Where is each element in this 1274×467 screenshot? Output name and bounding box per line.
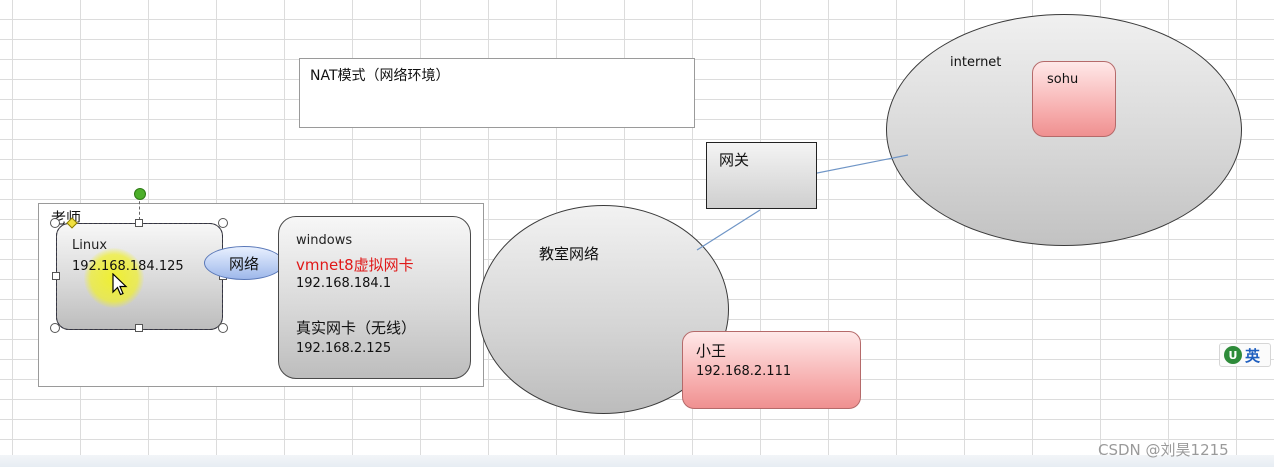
gateway-label: 网关 — [719, 151, 750, 169]
diagram-title: NAT模式（网络环境） — [310, 68, 450, 84]
windows-title: windows — [296, 233, 353, 248]
xiaowang-box[interactable] — [682, 331, 861, 409]
xiaowang-name: 小王 — [696, 342, 727, 360]
rotate-handle[interactable] — [134, 188, 146, 200]
ime-indicator[interactable]: U 英 — [1219, 343, 1271, 367]
internet-label: internet — [950, 55, 1002, 70]
vmnet8-ip: 192.168.184.1 — [296, 276, 392, 291]
vmnet8-label: vmnet8虚拟网卡 — [296, 256, 414, 274]
sohu-label: sohu — [1047, 72, 1079, 87]
resize-handle-top-left[interactable] — [50, 218, 60, 228]
windows-box[interactable] — [278, 216, 471, 379]
rotate-handle-line — [139, 196, 140, 220]
resize-handle-bottom[interactable] — [135, 324, 143, 332]
ime-logo-icon: U — [1224, 346, 1242, 364]
real-nic-label: 真实网卡（无线） — [296, 319, 417, 337]
resize-handle-bottom-right[interactable] — [218, 323, 228, 333]
sohu-box[interactable] — [1032, 61, 1116, 137]
title-textbox[interactable] — [299, 58, 695, 128]
resize-handle-top[interactable] — [135, 219, 143, 227]
resize-handle-top-right[interactable] — [218, 218, 228, 228]
window-bottom-strip — [0, 455, 1274, 467]
network-oval[interactable]: 网络 — [204, 246, 284, 280]
gateway-box[interactable] — [706, 142, 817, 209]
watermark: CSDN @刘昊1215 — [1098, 441, 1229, 459]
resize-handle-bottom-left[interactable] — [50, 323, 60, 333]
network-oval-label: 网络 — [228, 254, 259, 273]
linux-title: Linux — [72, 238, 108, 253]
ime-language-label: 英 — [1245, 346, 1261, 365]
classroom-network-label: 教室网络 — [539, 245, 600, 263]
xiaowang-ip: 192.168.2.111 — [696, 364, 792, 379]
linux-ip: 192.168.184.125 — [72, 259, 184, 274]
mouse-pointer-icon — [112, 273, 128, 296]
resize-handle-left[interactable] — [52, 272, 60, 280]
real-nic-ip: 192.168.2.125 — [296, 341, 392, 356]
